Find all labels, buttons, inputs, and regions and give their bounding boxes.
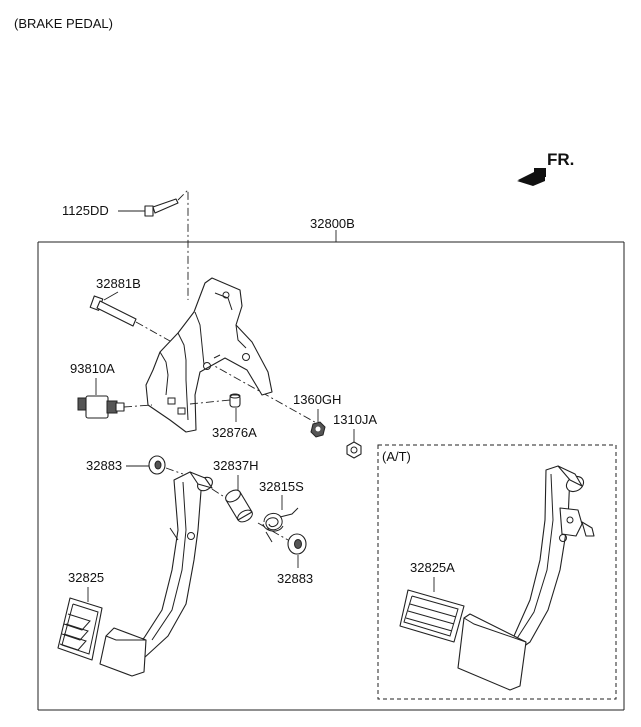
brake-pedal-arm-icon	[126, 471, 213, 661]
part-label-1360GH: 1360GH	[293, 392, 341, 407]
front-direction-label: FR.	[547, 150, 574, 169]
bolt-1125DD-icon	[144, 198, 179, 217]
spacer-32837H-icon	[225, 489, 253, 523]
part-label-32825A: 32825A	[410, 560, 455, 575]
at-brake-pedal-arm-icon	[499, 465, 595, 657]
pedal-pad-rubber-32825A-icon	[399, 589, 465, 643]
part-label-32800B: 32800B	[310, 216, 355, 231]
bushing-32883-bottom-icon	[287, 533, 307, 555]
nut-1310JA-icon	[346, 441, 362, 459]
leader-32881B	[103, 291, 119, 301]
part-label-32825: 32825	[68, 570, 104, 585]
assembly-line-32881B	[135, 321, 321, 426]
at-brake-pedal-pad-icon	[457, 613, 527, 691]
part-label-1310JA: 1310JA	[333, 412, 377, 427]
part-label-93810A: 93810A	[70, 361, 115, 376]
diagram-title: (BRAKE PEDAL)	[14, 16, 113, 31]
part-label-32837H: 32837H	[213, 458, 259, 473]
brake-pedal-pad-icon	[99, 627, 147, 677]
part-label-1125DD: 1125DD	[62, 203, 109, 218]
assembly-line-93810A	[123, 404, 153, 408]
assembly-line-32883-bottom	[257, 522, 289, 541]
pedal-pad-rubber-32825-icon	[57, 597, 103, 661]
part-label-32881B: 32881B	[96, 276, 141, 291]
automatic-transmission-frame	[377, 444, 617, 700]
at-variant-label: (A/T)	[382, 449, 411, 464]
bolt-32881B-icon	[89, 295, 137, 327]
nut-1360GH-icon	[310, 421, 326, 438]
part-label-32883-top: 32883	[86, 458, 122, 473]
bushing-32883-top-icon	[148, 455, 166, 475]
assembly-line-32883-top	[165, 467, 184, 475]
assembly-line-32837H	[211, 488, 227, 499]
pedal-bracket-icon	[145, 277, 273, 433]
part-label-32815S: 32815S	[259, 479, 304, 494]
assembly-line-1125DD	[177, 188, 189, 300]
part-label-32883-bottom: 32883	[277, 571, 313, 586]
assembly-line-32876A	[189, 399, 231, 405]
part-label-32876A: 32876A	[212, 425, 257, 440]
front-direction-arrow-icon	[517, 168, 546, 186]
stopper-32876A-icon	[229, 393, 241, 408]
stop-lamp-switch-93810A-icon	[77, 395, 125, 419]
